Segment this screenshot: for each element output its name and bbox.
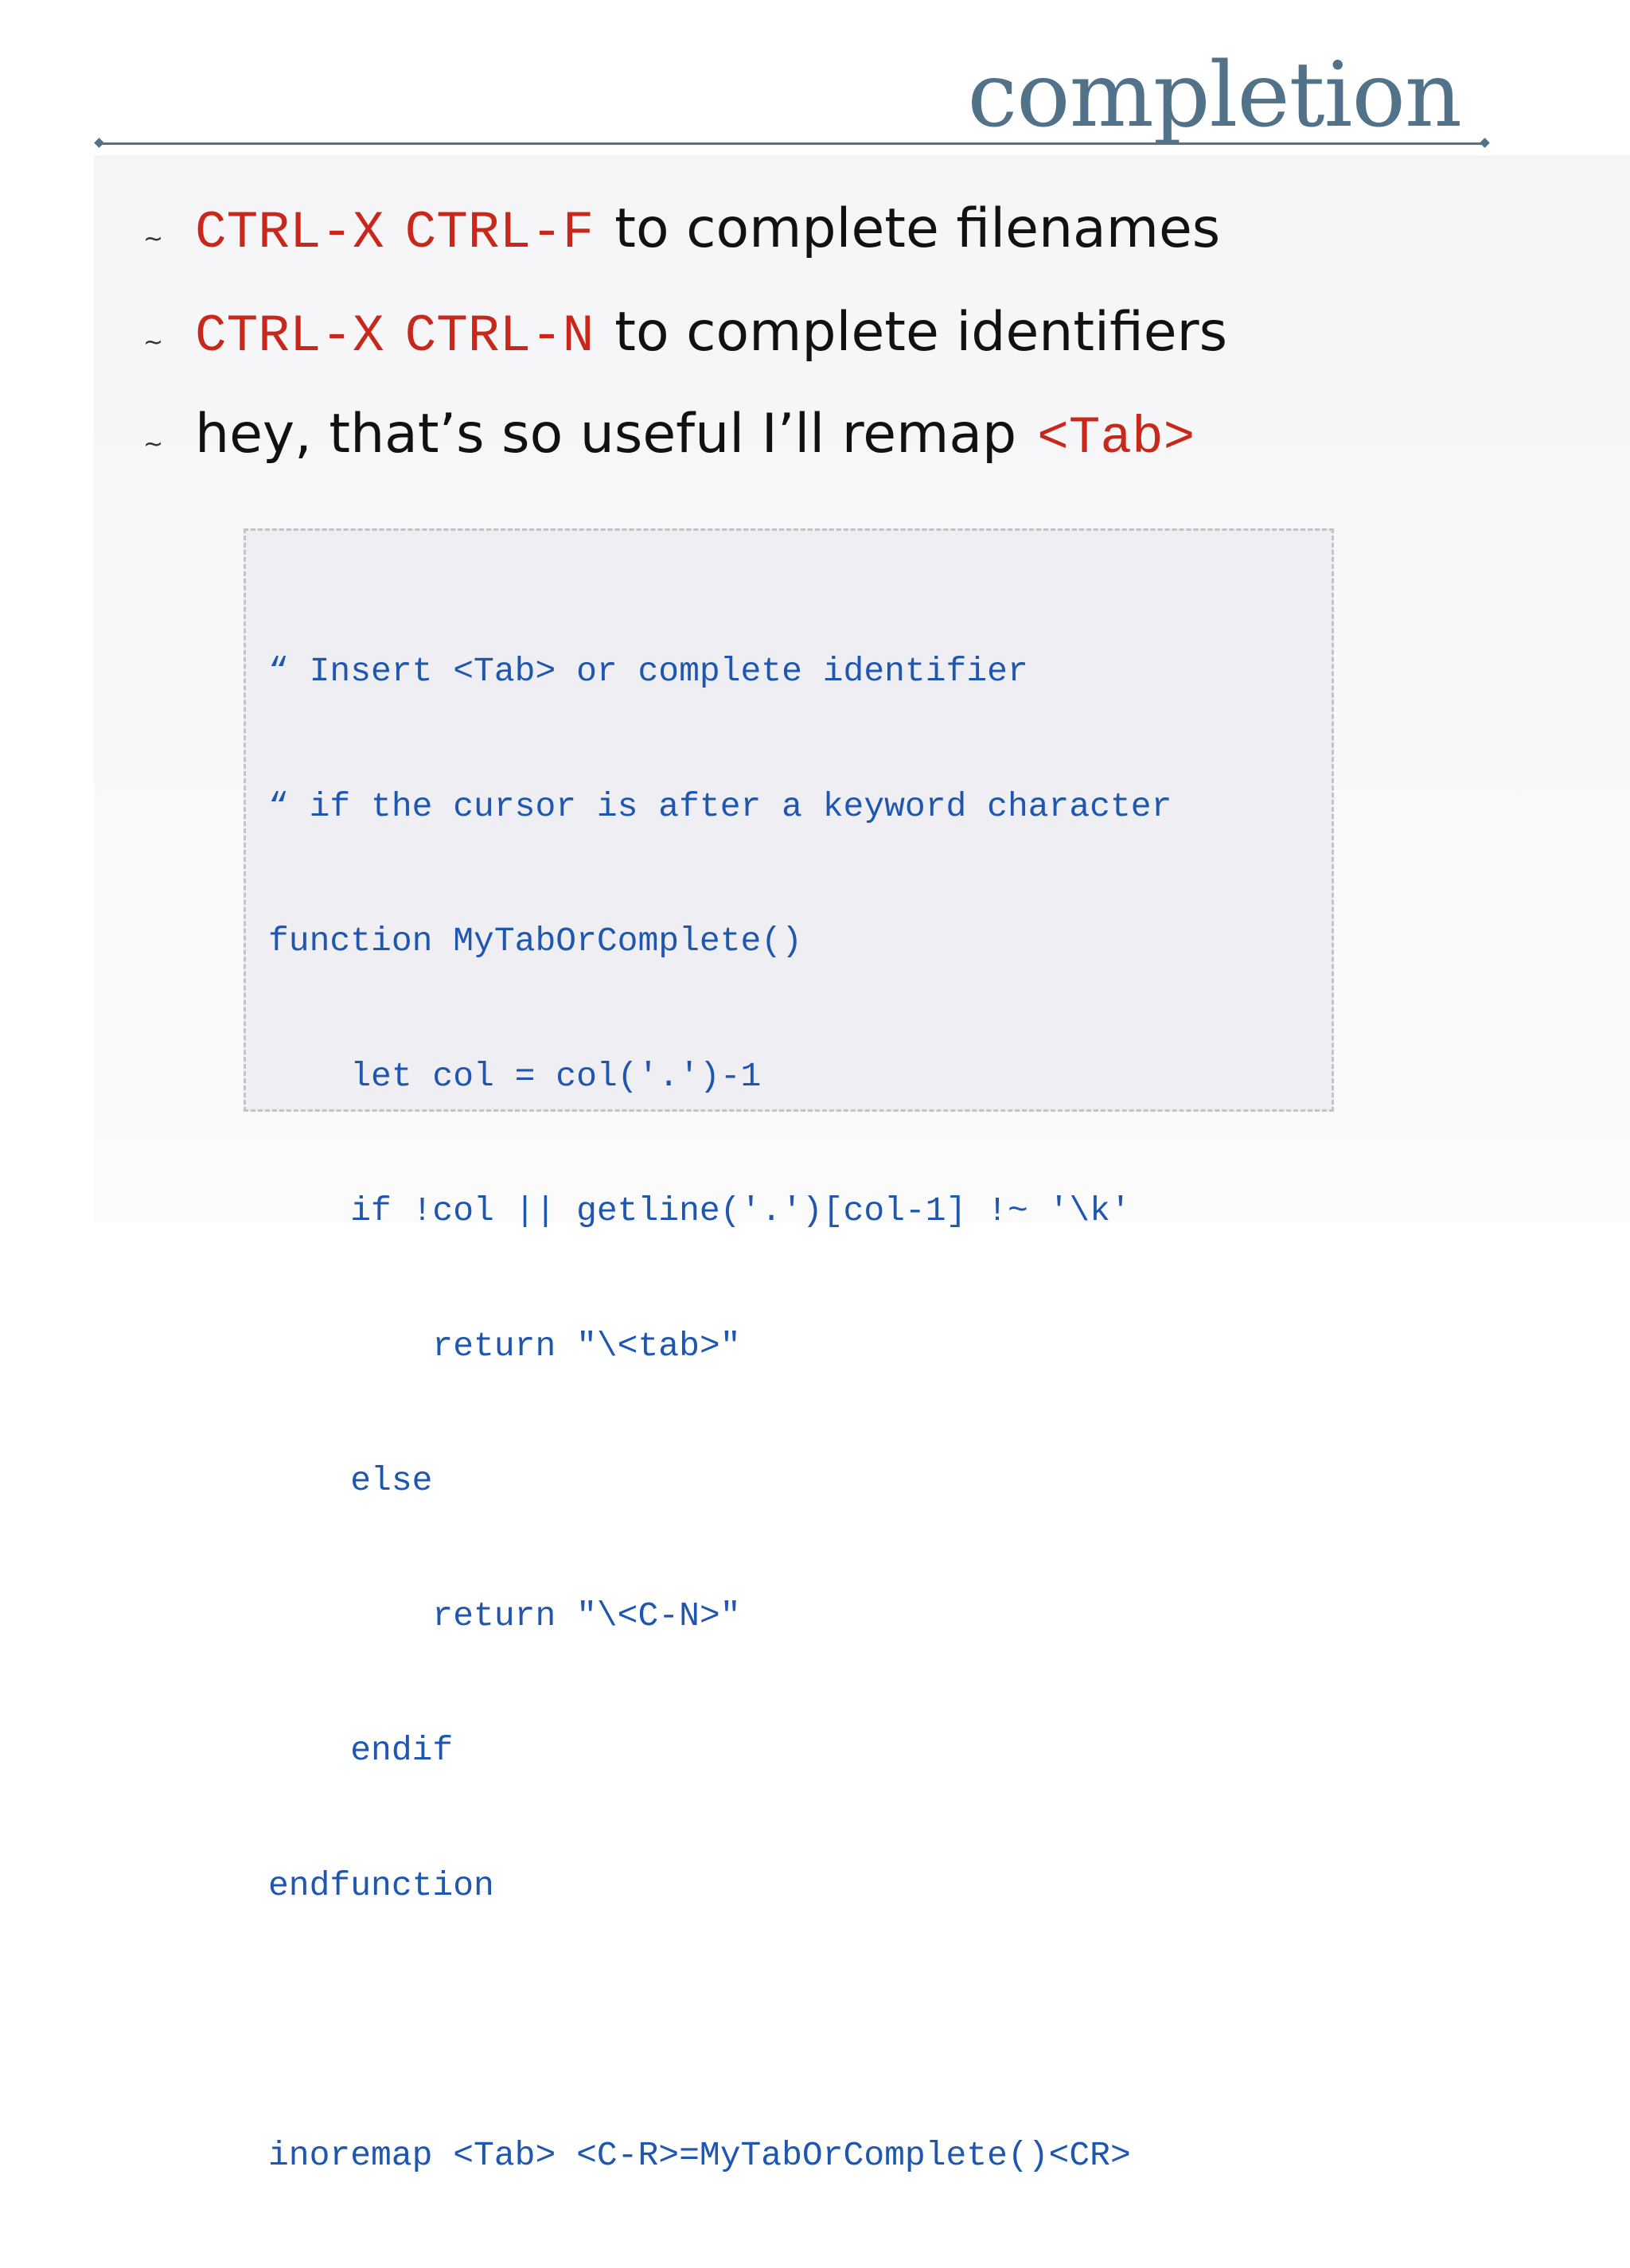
- code-line-2: “ if the cursor is after a keyword chara…: [268, 786, 1172, 826]
- bullet-marker: ~: [143, 431, 164, 458]
- code-line-10: endfunction: [268, 1865, 494, 1905]
- code-line-9: endif: [268, 1731, 454, 1770]
- code-line-7: else: [268, 1461, 433, 1500]
- code-block: “ Insert <Tab> or complete identifier “ …: [244, 528, 1334, 2175]
- bullet-marker: ~: [143, 329, 164, 357]
- code-line-8: return "\<C-N>": [268, 1596, 741, 1635]
- code-line-12: inoremap <Tab> <C-R>=MyTabOrComplete()<C…: [268, 2135, 1131, 2175]
- bullet-complete-filenames: ~ CTRL-X CTRL-F to complete filenames: [143, 202, 1220, 259]
- code-line-11: [268, 1998, 1172, 2044]
- key-ctrl-x: CTRL-X: [195, 203, 384, 263]
- bullet-remap-tab: ~ hey, that’s so useful I’ll remap <Tab>: [143, 407, 1195, 465]
- bullet-complete-identifiers: ~ CTRL-X CTRL-N to complete identifiers: [143, 306, 1227, 363]
- code-line-4: let col = col('.')-1: [268, 1056, 762, 1096]
- bullet-text: to complete filenames: [614, 197, 1221, 260]
- code-line-6: return "\<tab>": [268, 1326, 741, 1366]
- key-ctrl-f: CTRL-F: [404, 203, 595, 263]
- slide-title: completion: [967, 44, 1462, 147]
- key-ctrl-x: CTRL-X: [195, 306, 384, 366]
- title-rule-left-end: [94, 138, 104, 148]
- code-listing: “ Insert <Tab> or complete identifier “ …: [268, 559, 1172, 2268]
- key-ctrl-n: CTRL-N: [404, 306, 595, 366]
- code-line-1: “ Insert <Tab> or complete identifier: [268, 652, 1028, 691]
- title-rule: [99, 142, 1485, 145]
- code-line-3: function MyTabOrComplete(): [268, 922, 802, 961]
- title-rule-right-end: [1480, 138, 1490, 148]
- bullet-marker: ~: [143, 225, 164, 253]
- bullet-text: to complete identifiers: [614, 301, 1227, 364]
- code-line-5: if !col || getline('.')[col-1] !~ '\k': [268, 1191, 1131, 1230]
- bullet-text: hey, that’s so useful I’ll remap: [195, 403, 1017, 466]
- key-tab: <Tab>: [1037, 408, 1195, 468]
